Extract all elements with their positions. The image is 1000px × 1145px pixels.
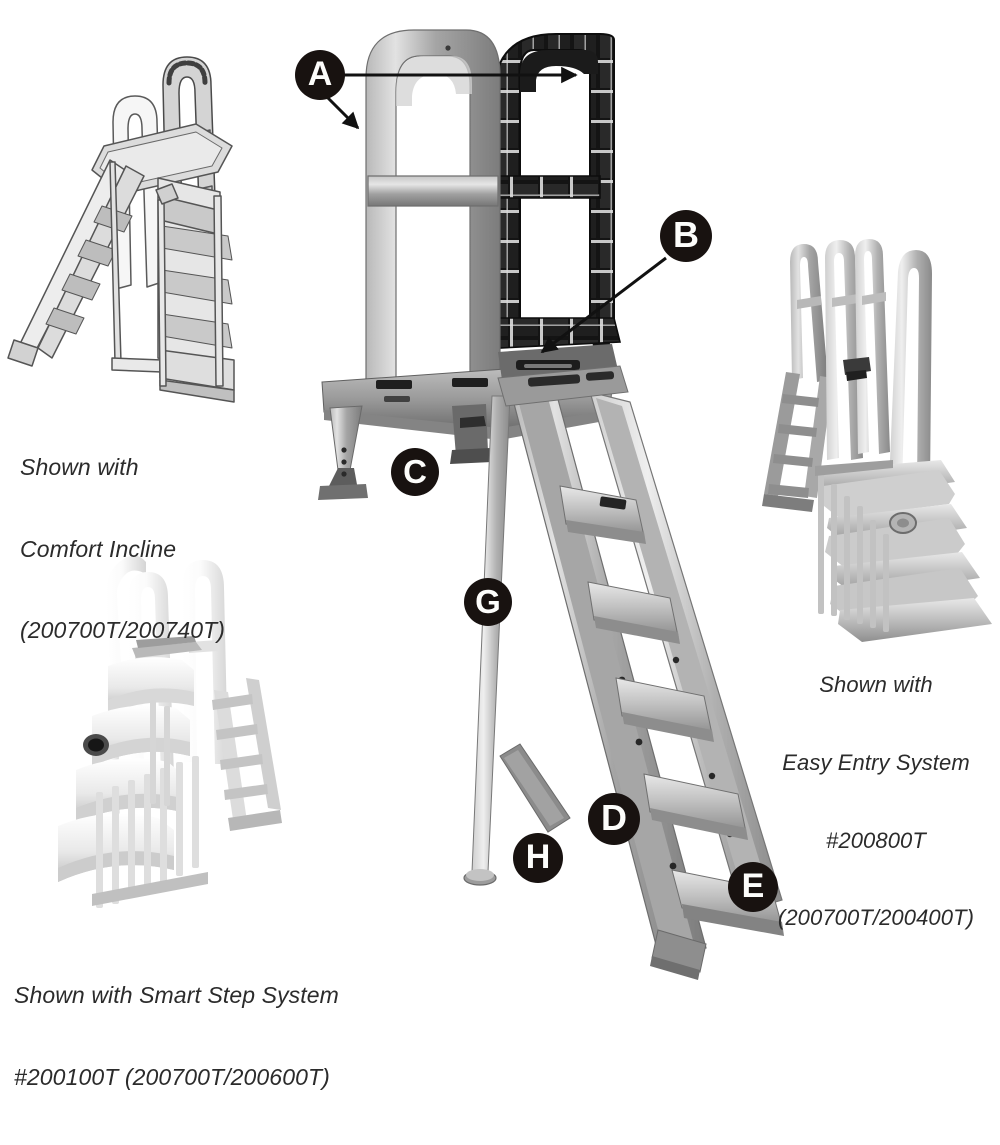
front-handrail [365, 29, 501, 411]
safety-barrier [493, 33, 622, 356]
caption-smart-step: Shown with Smart Step System #200100T (2… [14, 928, 339, 1145]
caption-smart-step-line-1: Shown with Smart Step System [14, 982, 339, 1009]
callout-label-h: H [525, 838, 551, 876]
illustration-comfort-incline [7, 56, 235, 403]
caption-comfort-incline-line-3: (200700T/200740T) [20, 617, 226, 643]
caption-smart-step-line-2: #200100T (200700T/200600T) [14, 1063, 330, 1090]
callout-marker-e[interactable]: E [728, 862, 778, 912]
caption-easy-entry: Shown with Easy Entry System #200800T (2… [756, 620, 996, 983]
illustration-main-ladder [318, 29, 784, 980]
rear-support-pole [463, 395, 511, 886]
caption-easy-entry-line-3: #200800T [826, 827, 926, 853]
callout-label-b: B [673, 214, 699, 255]
front-legs [318, 404, 492, 500]
ladder-foot-left [650, 929, 707, 980]
caption-easy-entry-line-1: Shown with [819, 671, 933, 697]
caption-comfort-incline-line-2: Comfort Incline [20, 535, 177, 562]
caption-easy-entry-line-2: Easy Entry System [782, 749, 970, 775]
ladder-rungs [559, 485, 784, 936]
callout-label-a: A [307, 55, 333, 93]
illustration-artwork [7, 29, 992, 980]
illustration-easy-entry [762, 239, 992, 642]
caption-comfort-incline-line-1: Shown with [20, 454, 139, 481]
caption-easy-entry-line-4: (200700T/200400T) [777, 905, 975, 931]
callout-marker-d[interactable]: D [588, 793, 640, 845]
callout-marker-b[interactable]: B [660, 210, 712, 262]
illustration-smart-step [58, 555, 282, 908]
ladder-top-bracket [497, 365, 629, 407]
callout-label-c: C [403, 452, 427, 490]
leader-b-diagonal [540, 256, 667, 354]
callout-marker-h[interactable]: H [513, 833, 563, 883]
caption-comfort-incline: Shown with Comfort Incline (200700T/2007… [20, 400, 225, 698]
callout-marker-a[interactable]: A [295, 50, 345, 100]
callout-marker-g[interactable]: G [464, 578, 512, 626]
diagram-canvas: A B C D E G H Shown with Comfort Incline… [7, 29, 996, 1090]
deck-connector [498, 344, 618, 380]
pole-brace [499, 743, 571, 833]
callout-label-e: E [741, 867, 765, 905]
callout-label-g: G [475, 582, 501, 620]
callout-label-d: D [601, 797, 627, 838]
callout-marker-c[interactable]: C [391, 448, 439, 496]
